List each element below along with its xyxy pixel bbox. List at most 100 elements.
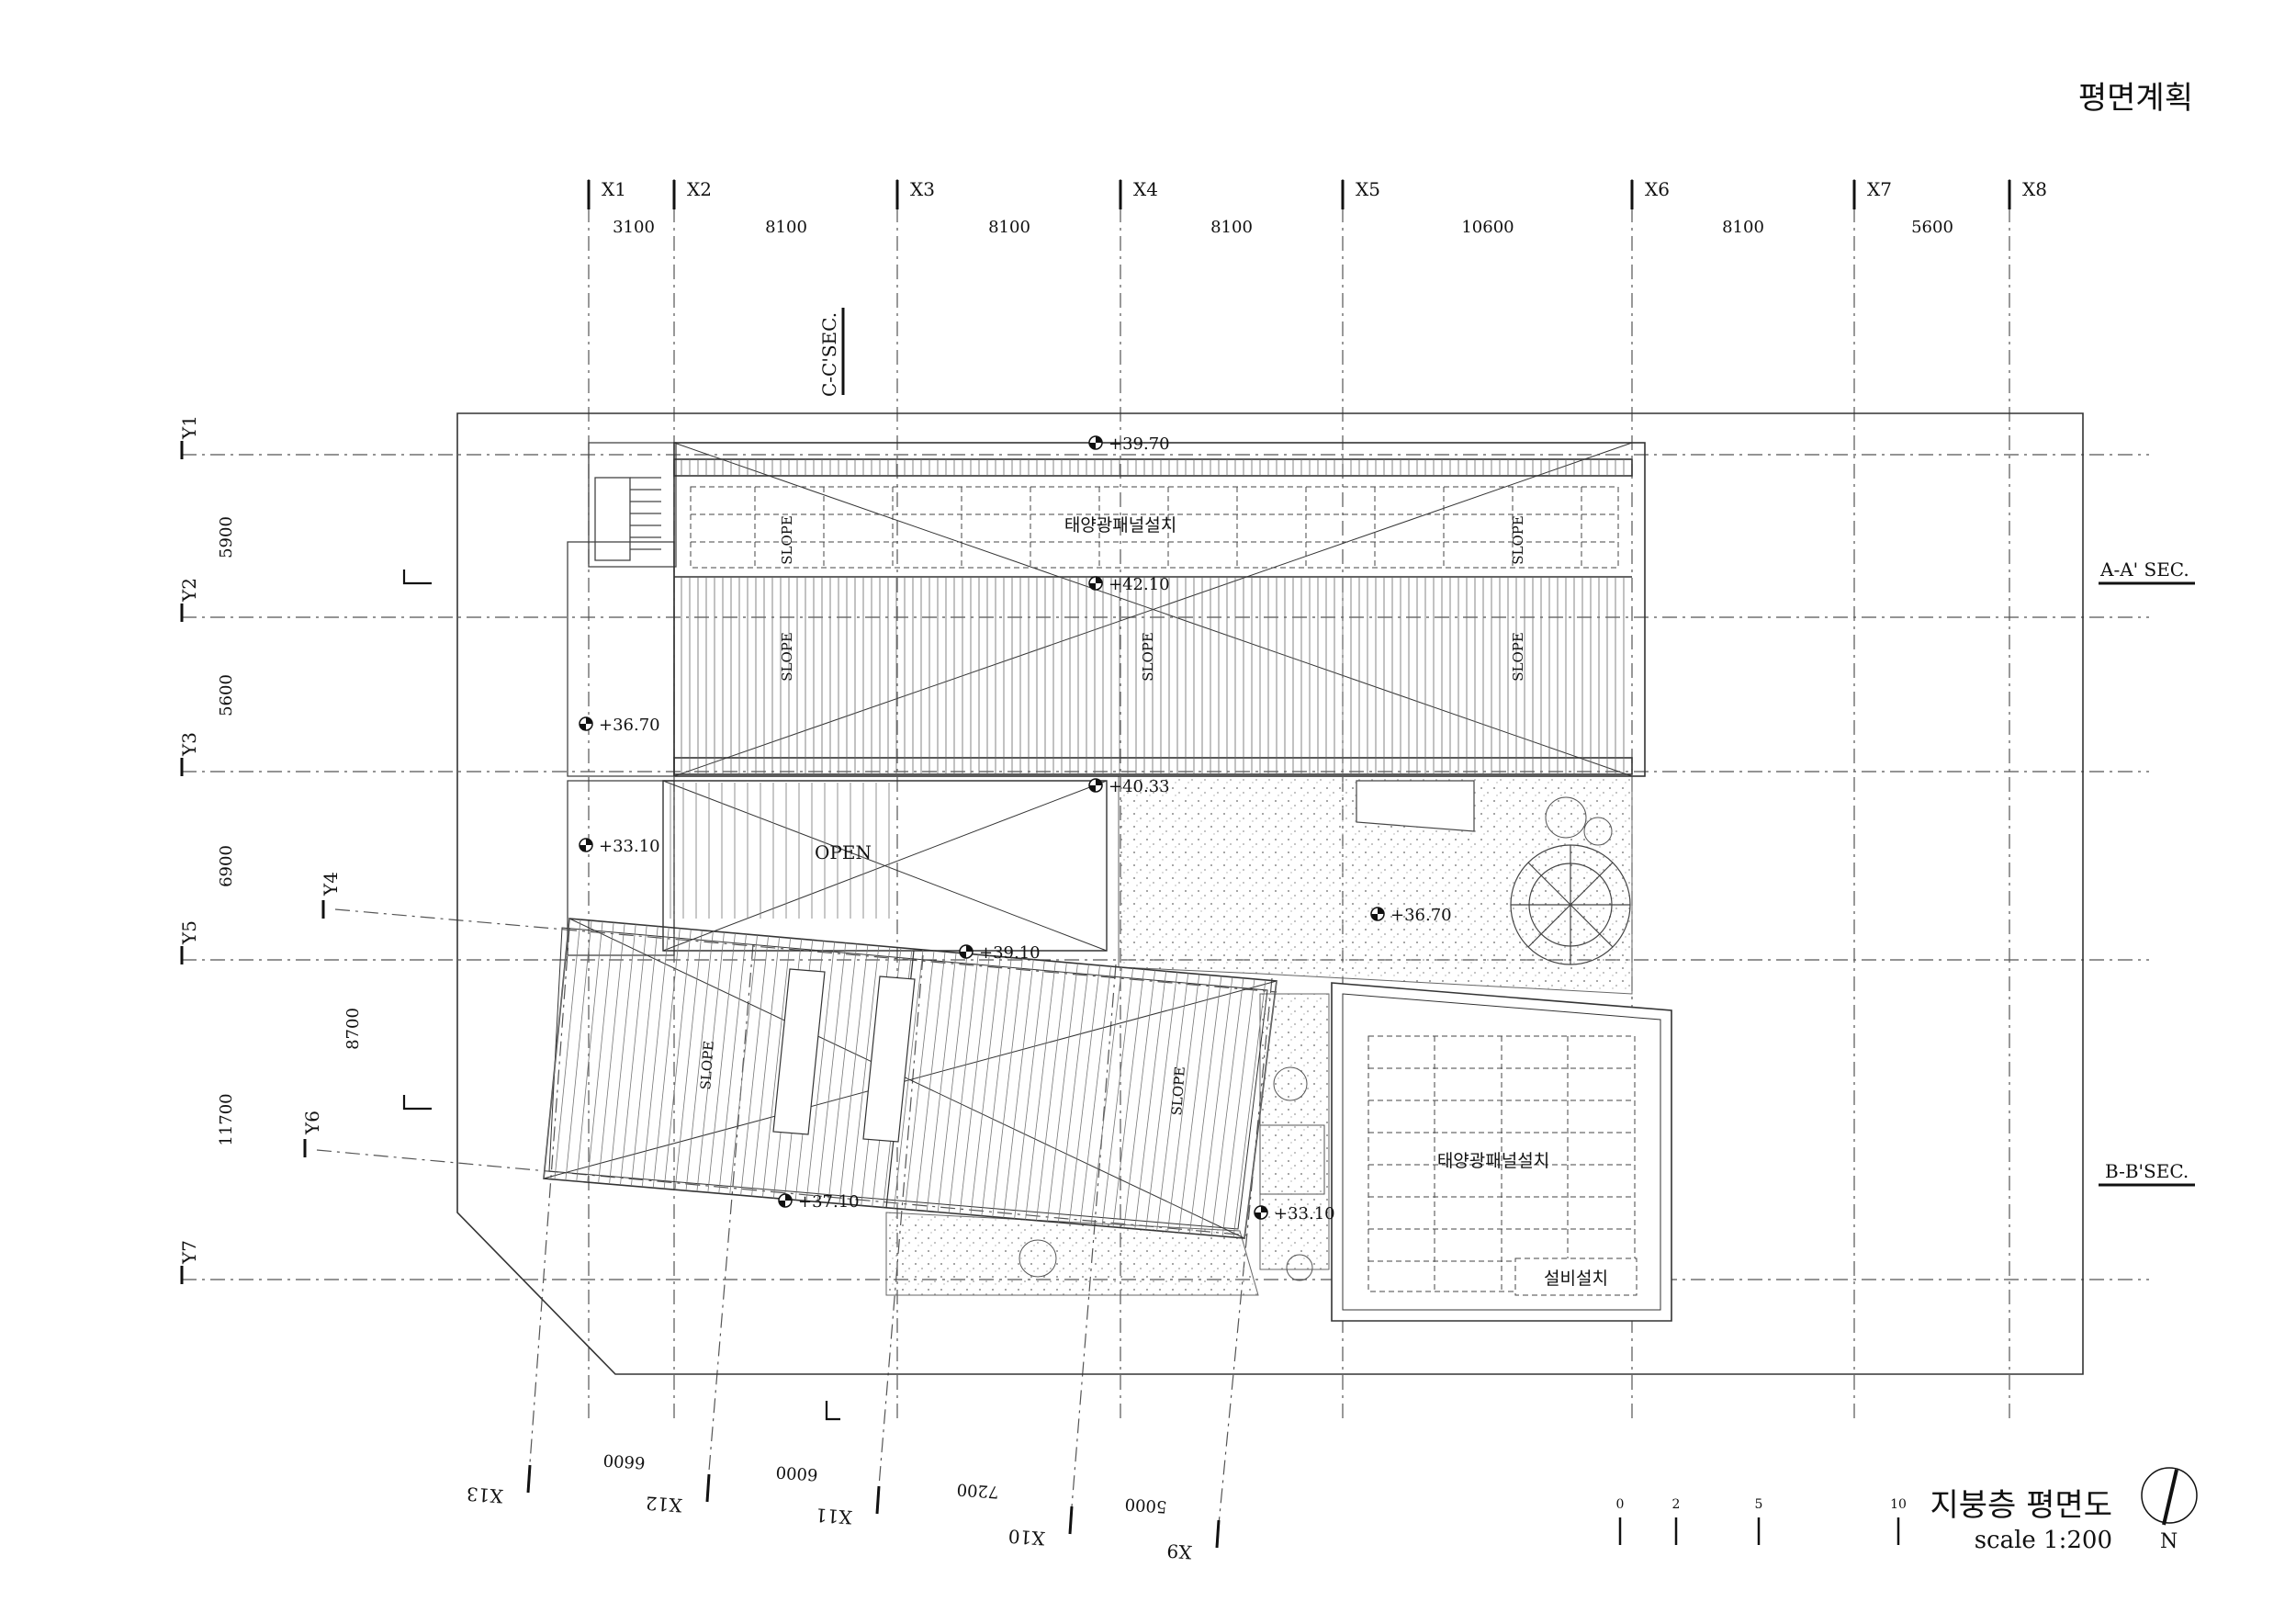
roof-rib — [905, 951, 935, 1210]
north-label: N — [2160, 1530, 2178, 1553]
roof-rib — [1003, 959, 1034, 1218]
dimension-label: 8100 — [1210, 218, 1253, 237]
solar-label-top: 태양광패널설치 — [1064, 515, 1176, 536]
grid-label-y5: Y5 — [178, 920, 200, 945]
dimension-label: 5600 — [1911, 218, 1953, 237]
grid-label-x6: X6 — [1645, 178, 1670, 200]
level-marker: +39.10 — [959, 943, 1041, 963]
roof-rib — [598, 923, 625, 1184]
grid-label-x10: X10 — [1007, 1525, 1045, 1550]
roof-rib — [609, 924, 636, 1185]
roof-rib — [663, 929, 692, 1190]
grid-label-y4: Y4 — [320, 872, 342, 897]
roof-rib — [937, 953, 968, 1212]
roof-rib — [620, 925, 647, 1186]
roof-rib — [1123, 970, 1156, 1228]
grid-label-y7: Y7 — [178, 1240, 200, 1265]
grid-line-x12 — [706, 943, 754, 1494]
roof-rib — [1199, 976, 1233, 1235]
roof-rib — [1167, 974, 1200, 1232]
section-label-bb: B-B'SEC. — [2105, 1160, 2189, 1182]
dimension-label: 8100 — [988, 218, 1030, 237]
grid-label-x2: X2 — [687, 178, 712, 200]
roof-rib — [587, 922, 614, 1183]
roof-rib — [1210, 977, 1244, 1236]
level-marker: +36.70 — [579, 716, 660, 735]
grid-label-x11: X11 — [815, 1504, 852, 1528]
roof-rib — [707, 932, 736, 1193]
grid-label-x9: X9 — [1166, 1539, 1193, 1563]
roof-rib — [674, 930, 703, 1190]
section-marker-cc: C-C'SEC. — [818, 308, 845, 397]
roof-rib — [762, 938, 792, 1198]
svg-text:+33.10: +33.10 — [599, 837, 660, 856]
shrub-icon — [1019, 796, 1613, 1281]
svg-text:+36.70: +36.70 — [1390, 906, 1452, 925]
roof-rib — [565, 920, 592, 1181]
level-marker: +40.33 — [1088, 777, 1170, 796]
roof-rib — [1047, 963, 1078, 1222]
roof-rib — [630, 926, 658, 1187]
roof-rib — [894, 949, 924, 1209]
roof-rib — [1014, 960, 1045, 1219]
roof-rib — [850, 945, 880, 1205]
grid-label-x13: X13 — [466, 1483, 503, 1507]
skylights — [772, 968, 916, 1143]
level-marker: +33.10 — [1254, 1204, 1335, 1224]
grid-line-x10 — [1069, 964, 1117, 1530]
dimension-label: 3100 — [613, 218, 655, 237]
open-area — [662, 780, 1108, 952]
roof-rib — [1036, 962, 1067, 1221]
roof-rib — [915, 952, 946, 1211]
roof-garden — [885, 775, 1633, 1296]
grid-line-x13 — [527, 927, 570, 1489]
roof-rib — [1090, 967, 1122, 1225]
section-label-cc: C-C'SEC. — [818, 312, 840, 397]
svg-text:+42.10: +42.10 — [1109, 575, 1170, 594]
grid-labels-x: X1 X2 X3 X4 X5 X6 X7 X8 3100 8100 8100 8… — [587, 178, 2047, 237]
scale-tick-label: 5 — [1755, 1497, 1763, 1512]
roof-rib — [543, 918, 570, 1179]
roof-rib — [652, 928, 681, 1189]
equipment-label: 설비설치 — [1544, 1269, 1608, 1289]
slope-label: SLOPE — [1140, 632, 1156, 682]
section-marker-bb: B-B'SEC. — [2099, 1160, 2195, 1187]
sheet-title: 평면계획 — [2078, 80, 2193, 117]
upper-roof-ribs — [681, 459, 1625, 774]
scale-tick-label: 10 — [1890, 1497, 1907, 1512]
tree-icon — [1510, 844, 1631, 965]
roof-rib — [729, 935, 758, 1195]
dimension-label: 6600 — [602, 1449, 646, 1472]
roof-rib — [948, 954, 979, 1213]
roof-rib — [1244, 980, 1277, 1239]
dimension-label: 8100 — [1722, 218, 1764, 237]
svg-text:+33.10: +33.10 — [1274, 1204, 1335, 1224]
grid-line-y6 — [316, 1149, 1250, 1236]
equipment-box — [1514, 1257, 1638, 1296]
slope-label: SLOPE — [1168, 1066, 1188, 1116]
scale-bar: 0 2 5 10 — [1616, 1497, 1907, 1545]
slope-label: SLOPE — [1510, 515, 1526, 565]
roof-rib — [1101, 968, 1133, 1226]
roof-rib — [827, 943, 858, 1203]
dimension-label: 10600 — [1461, 218, 1514, 237]
roof-rib — [1221, 978, 1255, 1237]
svg-text:+39.70: +39.70 — [1109, 434, 1170, 454]
roof-rib — [805, 942, 836, 1201]
scale-tick-label: 0 — [1616, 1497, 1625, 1512]
level-marker: +37.10 — [778, 1192, 860, 1212]
grid-label-x8: X8 — [2022, 178, 2047, 200]
drawing-title: 지붕층 평면도 — [1930, 1487, 2113, 1524]
roof-rib — [685, 930, 714, 1191]
site-boundary — [456, 412, 2084, 1375]
grid-label-y3: Y3 — [178, 732, 200, 757]
open-ribs — [670, 783, 890, 919]
level-marker: +36.70 — [1370, 906, 1452, 925]
slope-label: SLOPE — [779, 632, 795, 682]
dimension-label: 11700 — [217, 1093, 236, 1145]
grid-label-x5: X5 — [1356, 178, 1380, 200]
dimension-label: 5000 — [1124, 1494, 1167, 1516]
dimension-label: 8700 — [343, 1008, 363, 1050]
upper-roof — [673, 442, 1646, 777]
